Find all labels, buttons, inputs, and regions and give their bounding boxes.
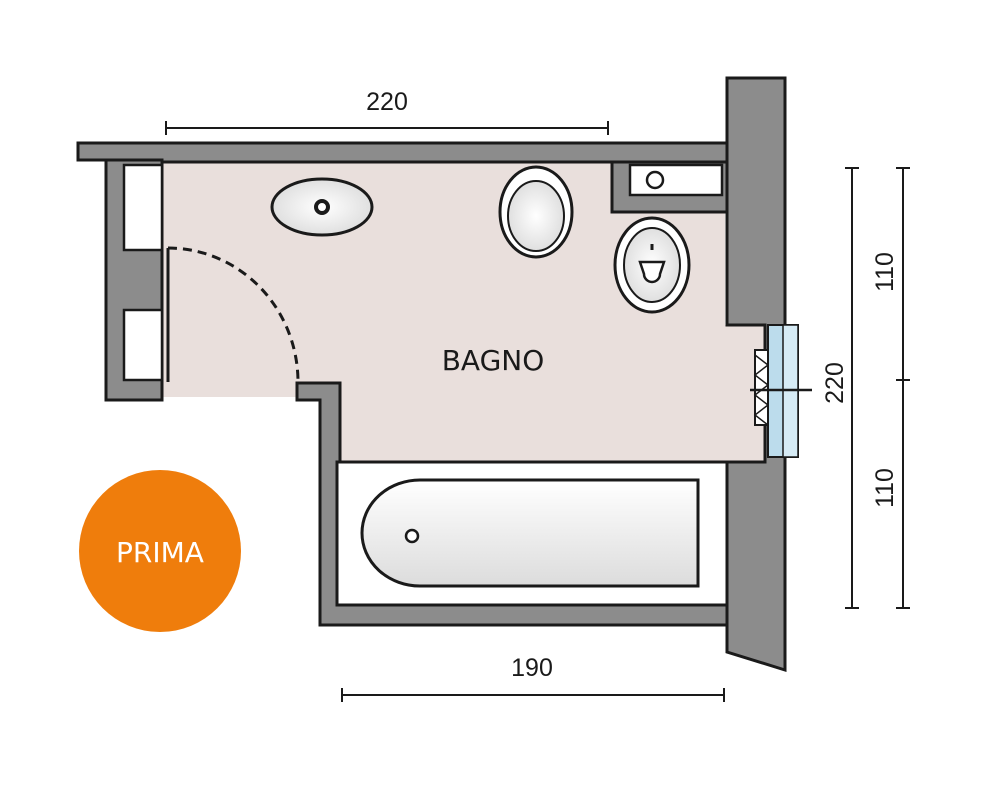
toilet-bowl — [507, 180, 565, 252]
prima-badge — [79, 470, 241, 632]
bidet-tap-icon — [638, 260, 666, 284]
dimension-right-upper-label: 110 — [871, 252, 899, 292]
room-label: BAGNO — [442, 344, 545, 377]
dimension-right-lower-label: 110 — [871, 468, 899, 508]
dimension-bottom-label: 190 — [511, 654, 553, 682]
niche-basin-drain-icon — [645, 170, 665, 190]
room-floor — [162, 162, 765, 462]
left-cabinet-upper — [122, 163, 164, 252]
wall-top — [76, 141, 729, 164]
sink-drain-icon — [314, 199, 330, 215]
dimension-right-total-label: 220 — [821, 362, 849, 404]
bathtub-drain-icon — [404, 528, 420, 544]
left-cabinet-lower — [122, 308, 164, 382]
niche-basin — [628, 163, 724, 197]
dimension-bottom: 190 — [341, 654, 725, 702]
dimension-right-inner: 220 — [821, 167, 859, 609]
bathtub — [360, 478, 700, 588]
dimension-top: 220 — [165, 88, 609, 135]
dimension-right-outer: 110 110 — [871, 167, 910, 609]
dimension-top-label: 220 — [366, 88, 408, 116]
prima-badge-label: PRIMA — [116, 536, 204, 569]
